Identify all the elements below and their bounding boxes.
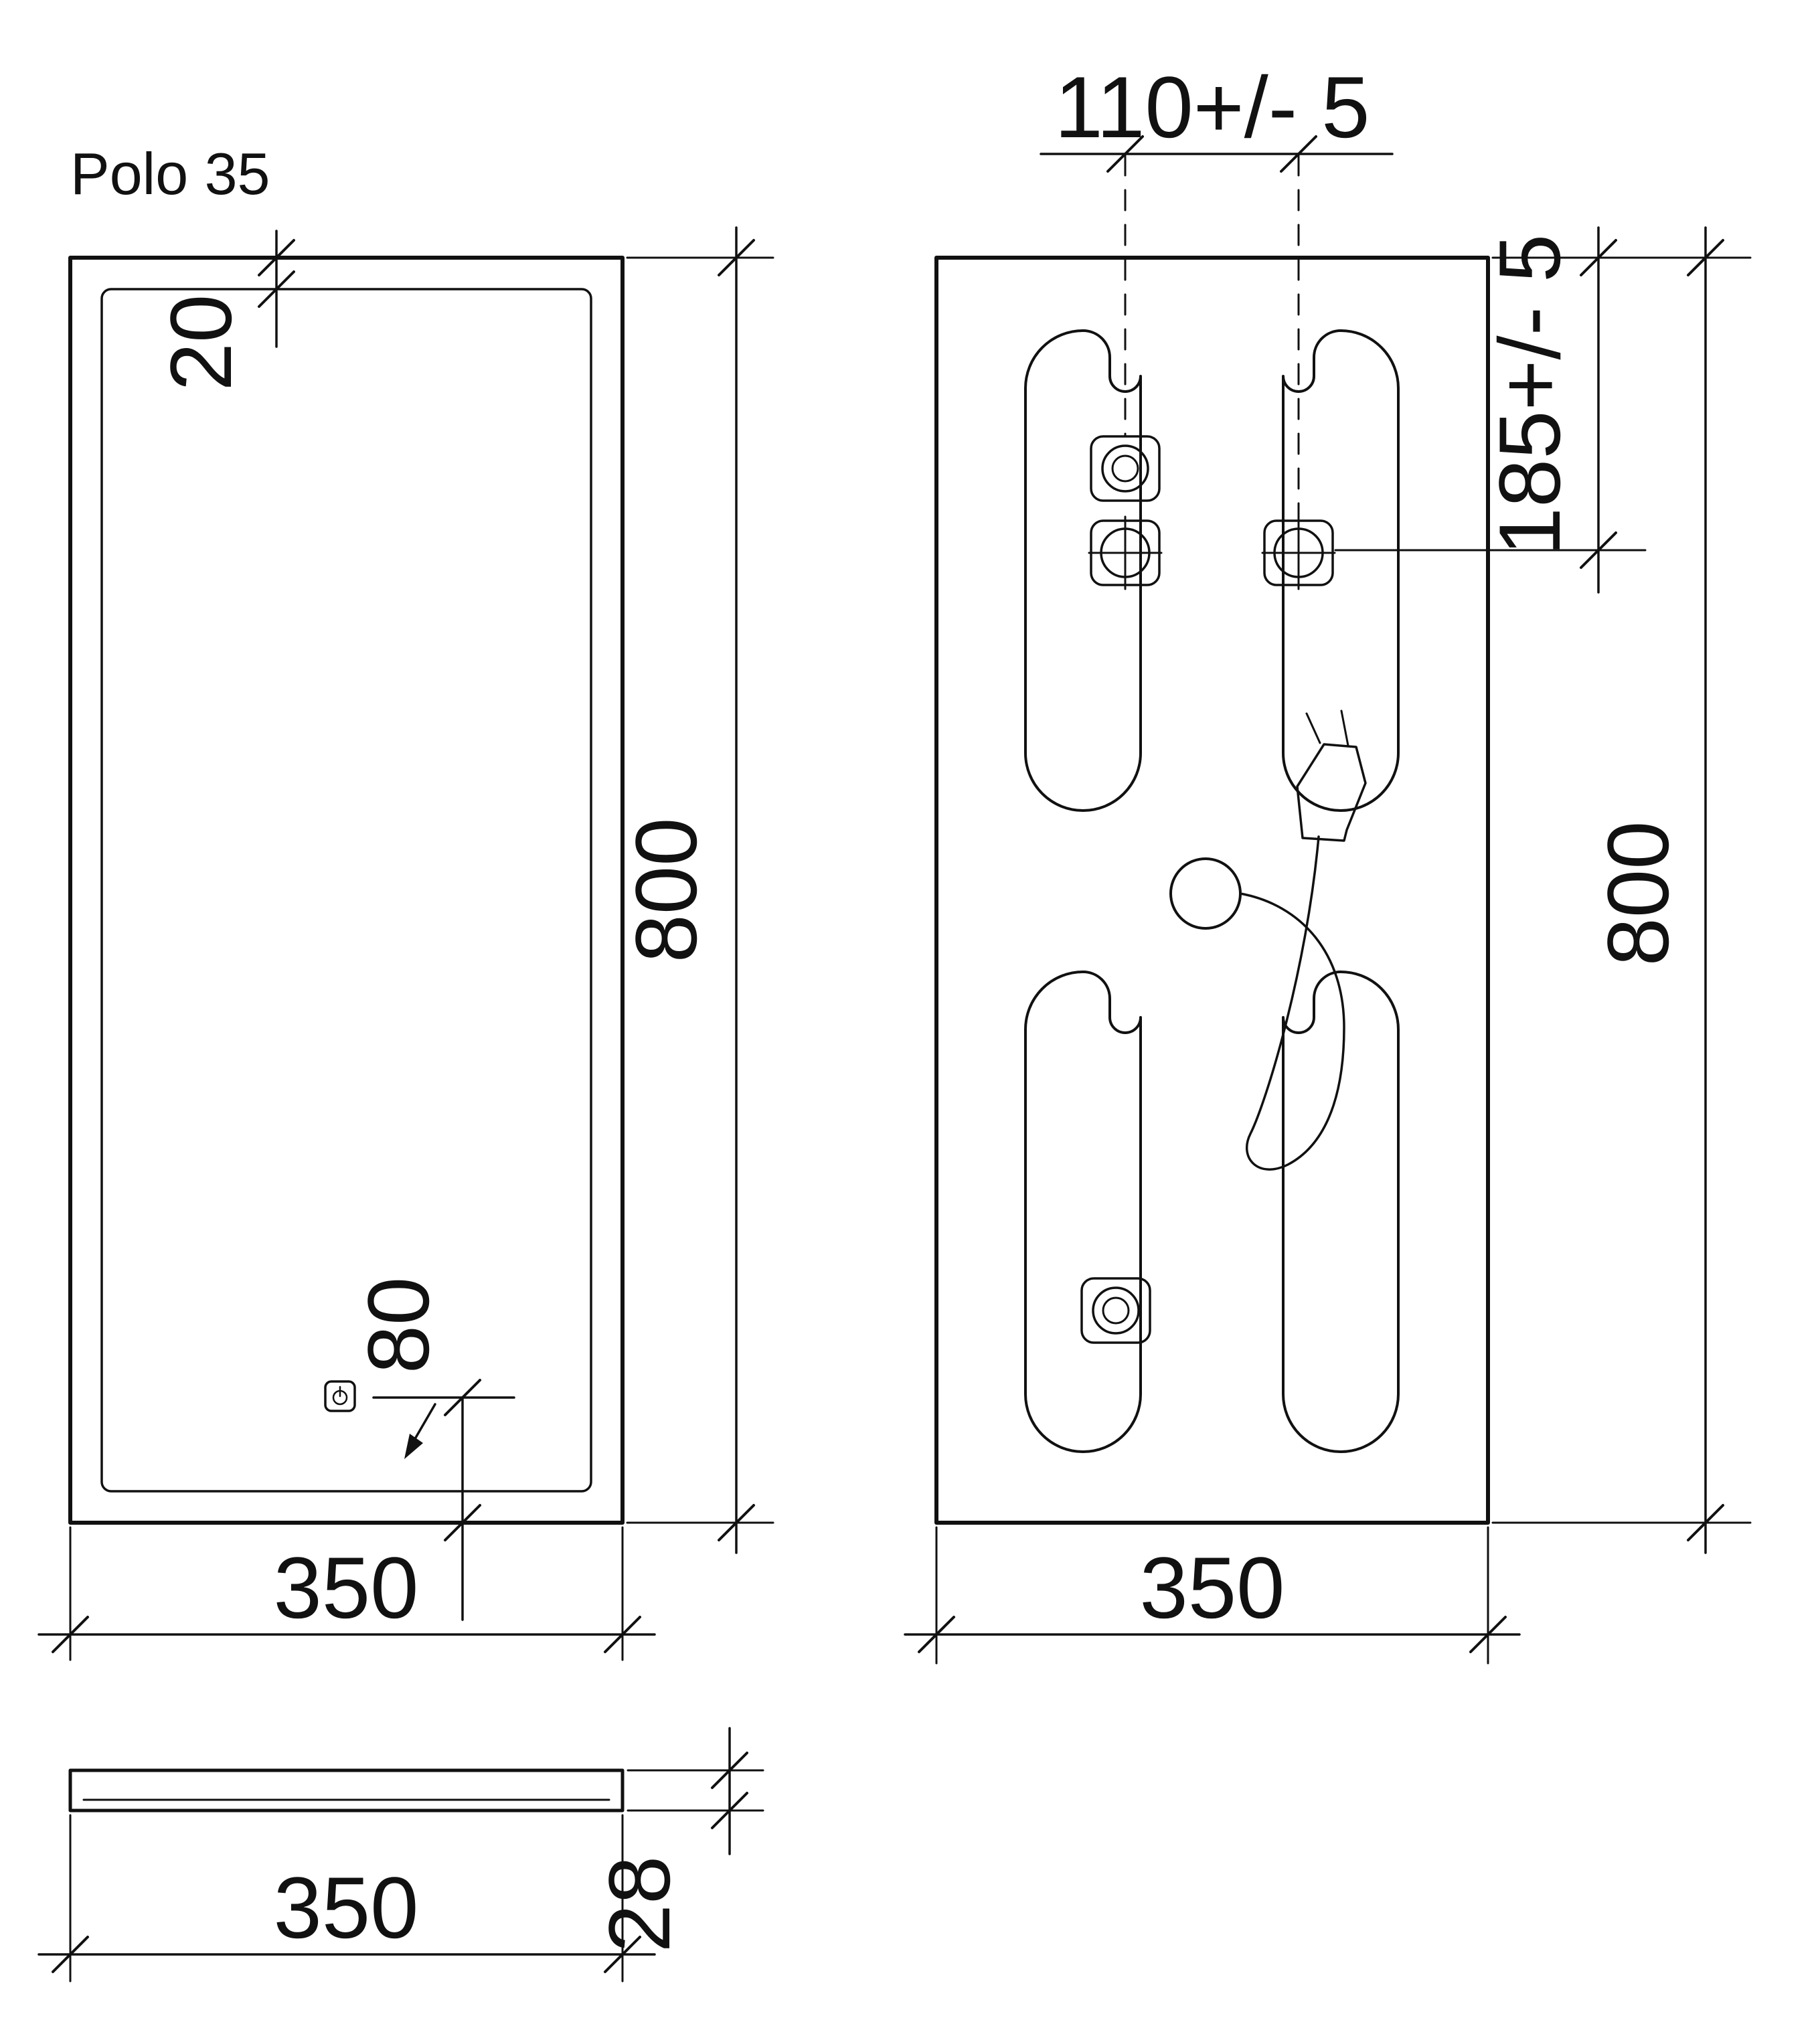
power-switch bbox=[324, 1380, 356, 1412]
hanging-rail-bottom-left bbox=[1024, 971, 1142, 1453]
dim-hanger-spacing: 110+/- 5 bbox=[1040, 58, 1394, 173]
dim-side-width: 350 bbox=[37, 1814, 656, 1983]
junction-box-bottom bbox=[1080, 1277, 1151, 1344]
dim-back-width: 350 bbox=[904, 1526, 1521, 1665]
front-outer-frame bbox=[68, 256, 625, 1525]
dim-label-hanger-offset-top: 185+/- 5 bbox=[1481, 234, 1578, 556]
cable-outlet bbox=[1169, 857, 1242, 930]
dim-label-side-width: 350 bbox=[274, 1859, 419, 1956]
dim-label-back-width: 350 bbox=[1140, 1539, 1285, 1636]
junction-box-outline bbox=[1080, 1277, 1151, 1344]
adjuster-screw-left bbox=[1088, 515, 1163, 590]
dim-label-frame-inset: 20 bbox=[152, 294, 250, 392]
front-inner-frame bbox=[100, 288, 592, 1493]
leader-arrow bbox=[404, 1434, 423, 1459]
junction-box-outline bbox=[1090, 435, 1161, 502]
dim-front-height: 800 bbox=[617, 226, 774, 1554]
hanging-rail-top-right bbox=[1282, 329, 1400, 812]
front-view: Polo 35 20 800 bbox=[37, 141, 774, 1661]
adjuster-screw-right bbox=[1261, 515, 1336, 590]
side-profile bbox=[68, 1768, 625, 1813]
dim-hanger-offset-top: 185+/- 5 bbox=[1334, 226, 1647, 594]
dim-front-width: 350 bbox=[37, 1526, 656, 1661]
side-view: 350 28 bbox=[37, 1727, 764, 1983]
dim-label-switch-height: 80 bbox=[349, 1277, 447, 1374]
back-panel bbox=[934, 256, 1490, 1525]
junction-box-core bbox=[1111, 454, 1139, 483]
power-switch-outline bbox=[324, 1380, 356, 1412]
drawing-title: Polo 35 bbox=[70, 141, 270, 207]
dim-label-side-thickness: 28 bbox=[590, 1856, 688, 1953]
junction-box-ring bbox=[1101, 444, 1149, 493]
dim-label-hanger-spacing: 110+/- 5 bbox=[1055, 58, 1370, 156]
dim-side-thickness: 28 bbox=[590, 1727, 764, 1953]
junction-box-ring bbox=[1092, 1286, 1140, 1335]
power-cable bbox=[1239, 835, 1345, 1171]
dim-back-height: 800 bbox=[1491, 226, 1752, 1554]
dim-label-front-height: 800 bbox=[617, 818, 715, 963]
dim-frame-inset: 20 bbox=[152, 230, 295, 392]
junction-box-top bbox=[1090, 435, 1161, 502]
plug-pin bbox=[1340, 709, 1349, 747]
dim-switch-height: 80 bbox=[349, 1277, 515, 1621]
power-plug bbox=[1296, 709, 1367, 842]
plug-body bbox=[1296, 743, 1367, 842]
dim-label-back-height: 800 bbox=[1589, 821, 1687, 966]
junction-box-core bbox=[1102, 1296, 1130, 1325]
dim-label-front-width: 350 bbox=[274, 1539, 419, 1636]
back-view: 110+/- 5 185+/- 5 800 350 bbox=[904, 58, 1752, 1665]
plug-pin bbox=[1305, 712, 1321, 744]
hanging-rail-bottom-right bbox=[1282, 971, 1400, 1453]
hanging-rail-top-left bbox=[1024, 329, 1142, 812]
